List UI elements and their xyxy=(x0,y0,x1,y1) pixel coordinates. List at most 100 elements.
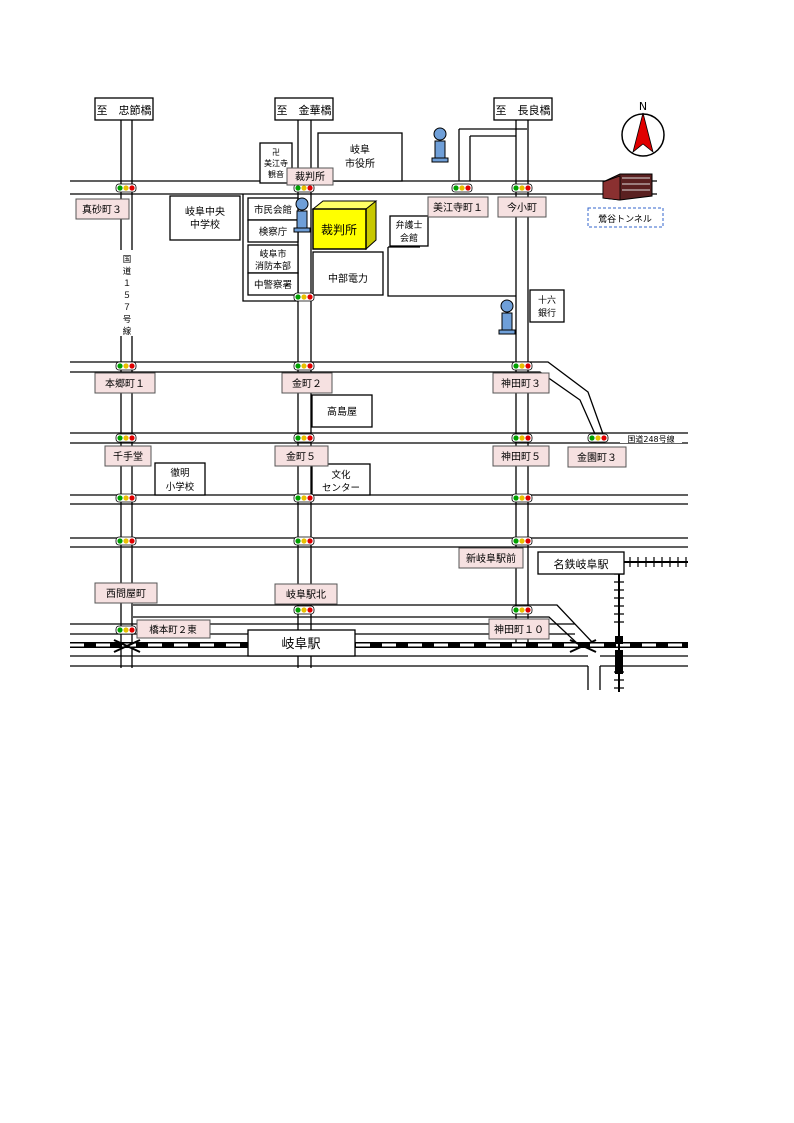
chuo-junior-high: 岐阜中央 中学校 xyxy=(169,195,241,241)
svg-text:弁護士: 弁護士 xyxy=(395,219,422,231)
intersection-hashimoto2: 橋本町２東 xyxy=(136,619,211,639)
traffic-signal-icon xyxy=(293,433,315,443)
intersection-hongo1: 本郷町１ xyxy=(94,372,156,394)
tunnel-icon xyxy=(602,173,653,201)
svg-text:市役所: 市役所 xyxy=(345,157,375,170)
svg-text:西問屋町: 西問屋町 xyxy=(106,588,146,600)
north-label: N xyxy=(639,100,647,113)
svg-text:５: ５ xyxy=(123,291,132,301)
traffic-signal-icon xyxy=(451,183,473,193)
traffic-signal-icon xyxy=(293,536,315,546)
chubu-electric: 中部電力 xyxy=(312,251,384,296)
svg-text:新岐阜駅前: 新岐阜駅前 xyxy=(466,552,516,565)
traffic-signal-icon xyxy=(293,605,315,615)
direction-nagara: 至 長良橋 xyxy=(493,97,553,121)
svg-text:本郷町１: 本郷町１ xyxy=(105,377,145,390)
takashimaya: 高島屋 xyxy=(311,394,373,428)
direction-kinka: 至 金華橋 xyxy=(274,97,334,121)
svg-text:金町５: 金町５ xyxy=(286,450,316,463)
svg-text:センター: センター xyxy=(322,483,360,494)
intersection-imakomachi: 今小町 xyxy=(497,196,547,218)
prosecutors-office: 検察庁 xyxy=(247,219,299,243)
traffic-signal-icon xyxy=(115,183,137,193)
svg-text:橋本町２東: 橋本町２東 xyxy=(149,624,197,636)
svg-text:鶯谷トンネル: 鶯谷トンネル xyxy=(598,213,652,225)
svg-text:市民会館: 市民会館 xyxy=(254,204,292,216)
svg-text:国: 国 xyxy=(123,255,132,265)
svg-text:道: 道 xyxy=(123,266,132,277)
svg-text:１: １ xyxy=(123,279,132,289)
svg-text:線: 線 xyxy=(123,326,132,337)
north-arrow-icon: N xyxy=(621,100,665,157)
svg-text:号: 号 xyxy=(123,315,132,325)
svg-text:国道248号線: 国道248号線 xyxy=(627,434,674,444)
intersection-masagocho3: 真砂町３ xyxy=(75,198,130,220)
svg-text:中学校: 中学校 xyxy=(190,218,220,231)
traffic-signal-icon xyxy=(511,361,533,371)
svg-text:神田町３: 神田町３ xyxy=(501,377,541,390)
svg-text:十六: 十六 xyxy=(538,294,556,306)
svg-text:至 金華橋: 至 金華橋 xyxy=(277,103,332,117)
traffic-signal-icon xyxy=(293,361,315,371)
svg-text:７: ７ xyxy=(123,303,132,313)
svg-text:観音: 観音 xyxy=(268,169,284,179)
person-icon xyxy=(498,299,516,335)
svg-text:岐阜市: 岐阜市 xyxy=(259,248,286,260)
intersection-saibansho: 裁判所 xyxy=(286,167,334,186)
fire-department: 岐阜市 消防本部 xyxy=(247,244,299,274)
traffic-signal-icon xyxy=(511,536,533,546)
traffic-signal-icon xyxy=(587,433,609,443)
svg-text:徹明: 徹明 xyxy=(170,467,189,479)
traffic-signal-icon xyxy=(293,292,315,302)
intersection-kanda10: 神田町１０ xyxy=(488,618,550,640)
tetsumei-elementary: 徹明 小学校 xyxy=(154,462,206,496)
svg-text:千手堂: 千手堂 xyxy=(113,450,143,463)
svg-text:美江寺町１: 美江寺町１ xyxy=(433,201,483,214)
svg-text:高島屋: 高島屋 xyxy=(327,405,357,418)
traffic-signal-icon xyxy=(511,605,533,615)
intersection-shingifu: 新岐阜駅前 xyxy=(458,547,524,569)
svg-text:検察庁: 検察庁 xyxy=(259,226,288,238)
juroku-bank: 十六 銀行 xyxy=(529,289,565,323)
traffic-signal-icon xyxy=(115,361,137,371)
svg-text:名鉄岐阜駅: 名鉄岐阜駅 xyxy=(554,557,609,571)
route-157-label: 国 道 １ ５ ７ 号 線 xyxy=(120,250,133,337)
traffic-signal-icon xyxy=(511,493,533,503)
traffic-signal-icon xyxy=(511,433,533,443)
svg-text:岐阜駅北: 岐阜駅北 xyxy=(286,588,326,601)
traffic-signal-icon xyxy=(115,536,137,546)
route-248-label: 国道248号線 xyxy=(620,434,682,444)
svg-text:今小町: 今小町 xyxy=(507,201,537,214)
svg-text:会館: 会館 xyxy=(400,232,418,244)
tunnel-label: 鶯谷トンネル xyxy=(587,207,664,228)
svg-text:神田町５: 神田町５ xyxy=(501,450,541,463)
person-icon xyxy=(431,127,449,163)
svg-text:岐阜中央: 岐阜中央 xyxy=(185,205,225,218)
svg-text:裁判所: 裁判所 xyxy=(295,170,325,183)
person-icon xyxy=(293,197,311,233)
traffic-signal-icon xyxy=(115,433,137,443)
svg-text:岐阜: 岐阜 xyxy=(350,143,370,156)
svg-text:美江寺: 美江寺 xyxy=(264,158,288,168)
svg-text:小学校: 小学校 xyxy=(166,481,195,493)
meitetsu-gifu-station: 名鉄岐阜駅 xyxy=(537,551,625,575)
road-network xyxy=(70,118,688,690)
civic-hall: 市民会館 xyxy=(247,197,299,221)
intersection-nishidoya: 西問屋町 xyxy=(94,582,158,604)
svg-text:金町２: 金町２ xyxy=(292,377,322,390)
svg-text:銀行: 銀行 xyxy=(538,307,556,319)
direction-chusetsu: 至 忠節橋 xyxy=(94,97,154,121)
level-crossing-icon xyxy=(569,639,597,653)
svg-text:文化: 文化 xyxy=(331,469,351,481)
court-label: 裁判所 xyxy=(321,223,357,237)
traffic-signal-icon xyxy=(115,625,137,635)
svg-text:至 長良橋: 至 長良橋 xyxy=(496,103,551,117)
bar-association-hall: 弁護士 会館 xyxy=(389,215,429,247)
culture-center: 文化 センター xyxy=(311,463,371,496)
traffic-signal-icon xyxy=(115,493,137,503)
intersection-kanda3: 神田町３ xyxy=(492,372,550,394)
intersection-senjudo: 千手堂 xyxy=(104,445,152,467)
intersection-kinen3: 金園町３ xyxy=(567,446,627,468)
level-crossing-icon xyxy=(113,639,141,653)
